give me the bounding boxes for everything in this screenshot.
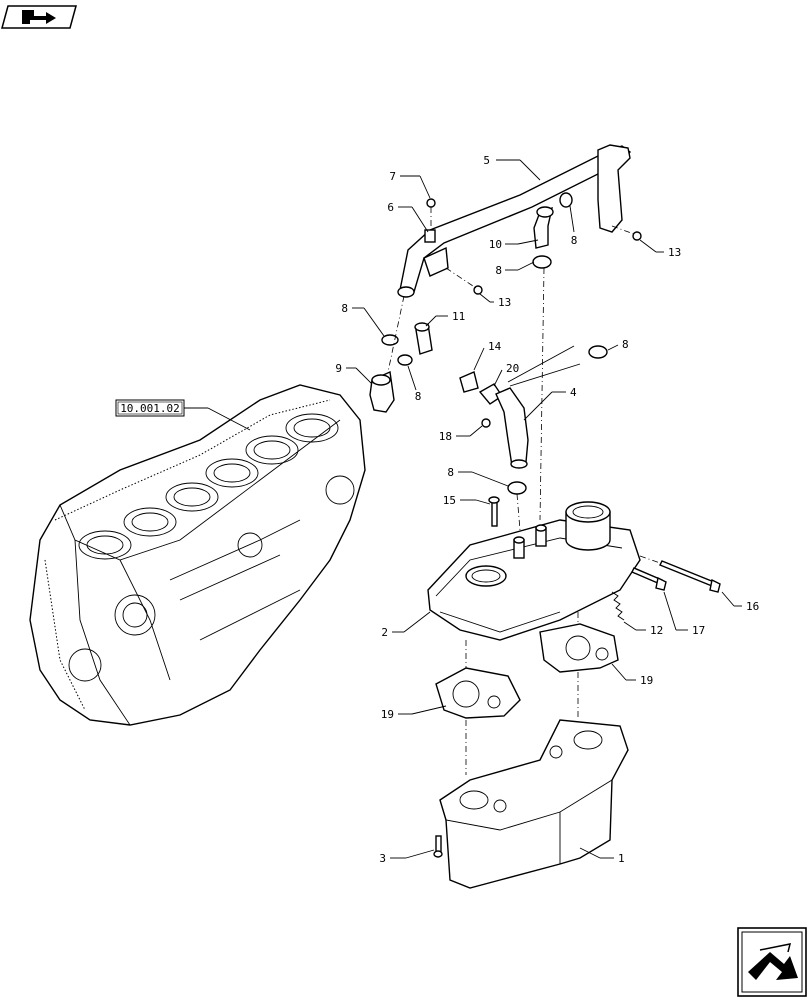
book-arrow-icon[interactable] [1, 5, 77, 29]
callout-8: 8 [622, 338, 629, 351]
callout-8: 8 [415, 390, 422, 403]
gasket-19-left [435, 667, 521, 719]
oil-cooler [439, 719, 629, 889]
hose-4 [495, 387, 529, 469]
spring-12 [611, 591, 625, 621]
clamp-8-left [381, 334, 413, 366]
bolt-17 [631, 567, 667, 591]
callout-17: 17 [692, 624, 705, 637]
callout-13: 13 [498, 296, 511, 309]
callout-10: 10 [489, 238, 502, 251]
callout-15: 15 [443, 494, 456, 507]
gasket-19-right [539, 623, 619, 673]
next-page-arrow-icon[interactable] [737, 927, 807, 997]
callout-12: 12 [650, 624, 663, 637]
reference-label: 10.001.02 [120, 402, 180, 415]
callout-labels-extra: 11 18 15 16 17 12 19 19 [381, 310, 760, 721]
callout-8: 8 [571, 234, 578, 247]
callout-11: 11 [452, 310, 465, 323]
leader-lines [346, 159, 742, 859]
clamp-8-right [588, 345, 608, 359]
hose-9 [369, 370, 395, 413]
coolant-pipe [397, 144, 631, 298]
callout-6: 6 [387, 201, 394, 214]
callout-8: 8 [495, 264, 502, 277]
clamp-14 [459, 371, 479, 393]
engine-block [29, 384, 366, 726]
callout-18: 18 [439, 430, 452, 443]
clamp-8-mid [507, 481, 527, 495]
fitting-11 [414, 322, 433, 355]
reference-box[interactable]: 10.001.02 [115, 399, 251, 431]
callout-16: 16 [746, 600, 759, 613]
callout-7: 7 [389, 170, 396, 183]
callout-5: 5 [483, 154, 490, 167]
bolt-7 [426, 198, 436, 208]
callout-14: 14 [488, 340, 502, 353]
callout-8: 8 [447, 466, 454, 479]
callout-20: 20 [506, 362, 519, 375]
hose-10 [532, 192, 573, 269]
callout-8: 8 [341, 302, 348, 315]
callout-9: 9 [335, 362, 342, 375]
callout-19: 19 [381, 708, 394, 721]
bolt-16 [659, 560, 721, 593]
callout-13: 13 [668, 246, 681, 259]
callout-1: 1 [618, 852, 625, 865]
callout-labels: 5 7 6 10 8 8 13 13 8 11 11 13 8 9 8 14 2… [335, 154, 681, 865]
oil-cooler-cover [427, 501, 641, 641]
callout-3: 3 [379, 852, 386, 865]
callout-2: 2 [381, 626, 388, 639]
bolt-15 [488, 496, 500, 527]
callout-19: 19 [640, 674, 653, 687]
callout-4: 4 [570, 386, 577, 399]
bolt-3 [433, 835, 443, 858]
